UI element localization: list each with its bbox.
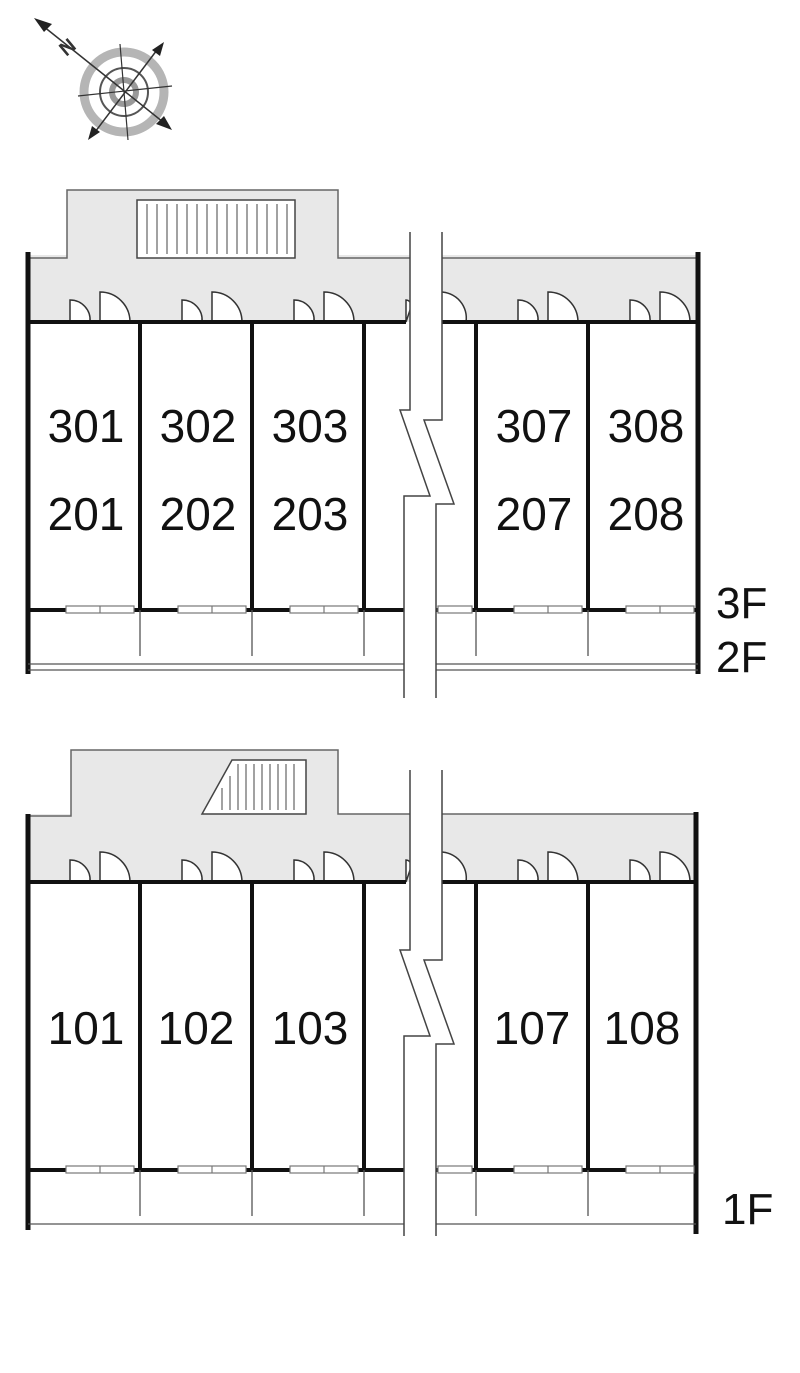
unit-label: 102 — [158, 1002, 235, 1054]
unit-label: 202 — [160, 488, 237, 540]
unit-label: 103 — [272, 1002, 349, 1054]
unit-label: 201 — [48, 488, 125, 540]
unit-label: 208 — [608, 488, 685, 540]
stairs-icon — [200, 759, 307, 815]
unit-label: 108 — [604, 1002, 681, 1054]
unit-label: 107 — [494, 1002, 571, 1054]
floor-label: 1F — [722, 1185, 773, 1234]
lower-floor-plan: 101 102 103 107 108 1F — [25, 749, 773, 1236]
upper-floor-plan: 301 302 303 307 308 201 202 203 207 208 … — [25, 189, 767, 698]
unit-label: 301 — [48, 400, 125, 452]
door-icon — [69, 851, 691, 883]
break-mark — [398, 770, 456, 1236]
floor-label: 3F — [716, 579, 767, 628]
unit-label: 207 — [496, 488, 573, 540]
floor-label: 2F — [716, 633, 767, 682]
unit-label: 303 — [272, 400, 349, 452]
break-mark — [398, 232, 456, 698]
unit-label: 308 — [608, 400, 685, 452]
unit-label: 203 — [272, 488, 349, 540]
unit-label: 307 — [496, 400, 573, 452]
compass-icon: N — [34, 18, 173, 141]
unit-label: 101 — [48, 1002, 125, 1054]
door-icon — [69, 291, 691, 323]
unit-label: 302 — [160, 400, 237, 452]
stairs-icon — [136, 199, 296, 259]
